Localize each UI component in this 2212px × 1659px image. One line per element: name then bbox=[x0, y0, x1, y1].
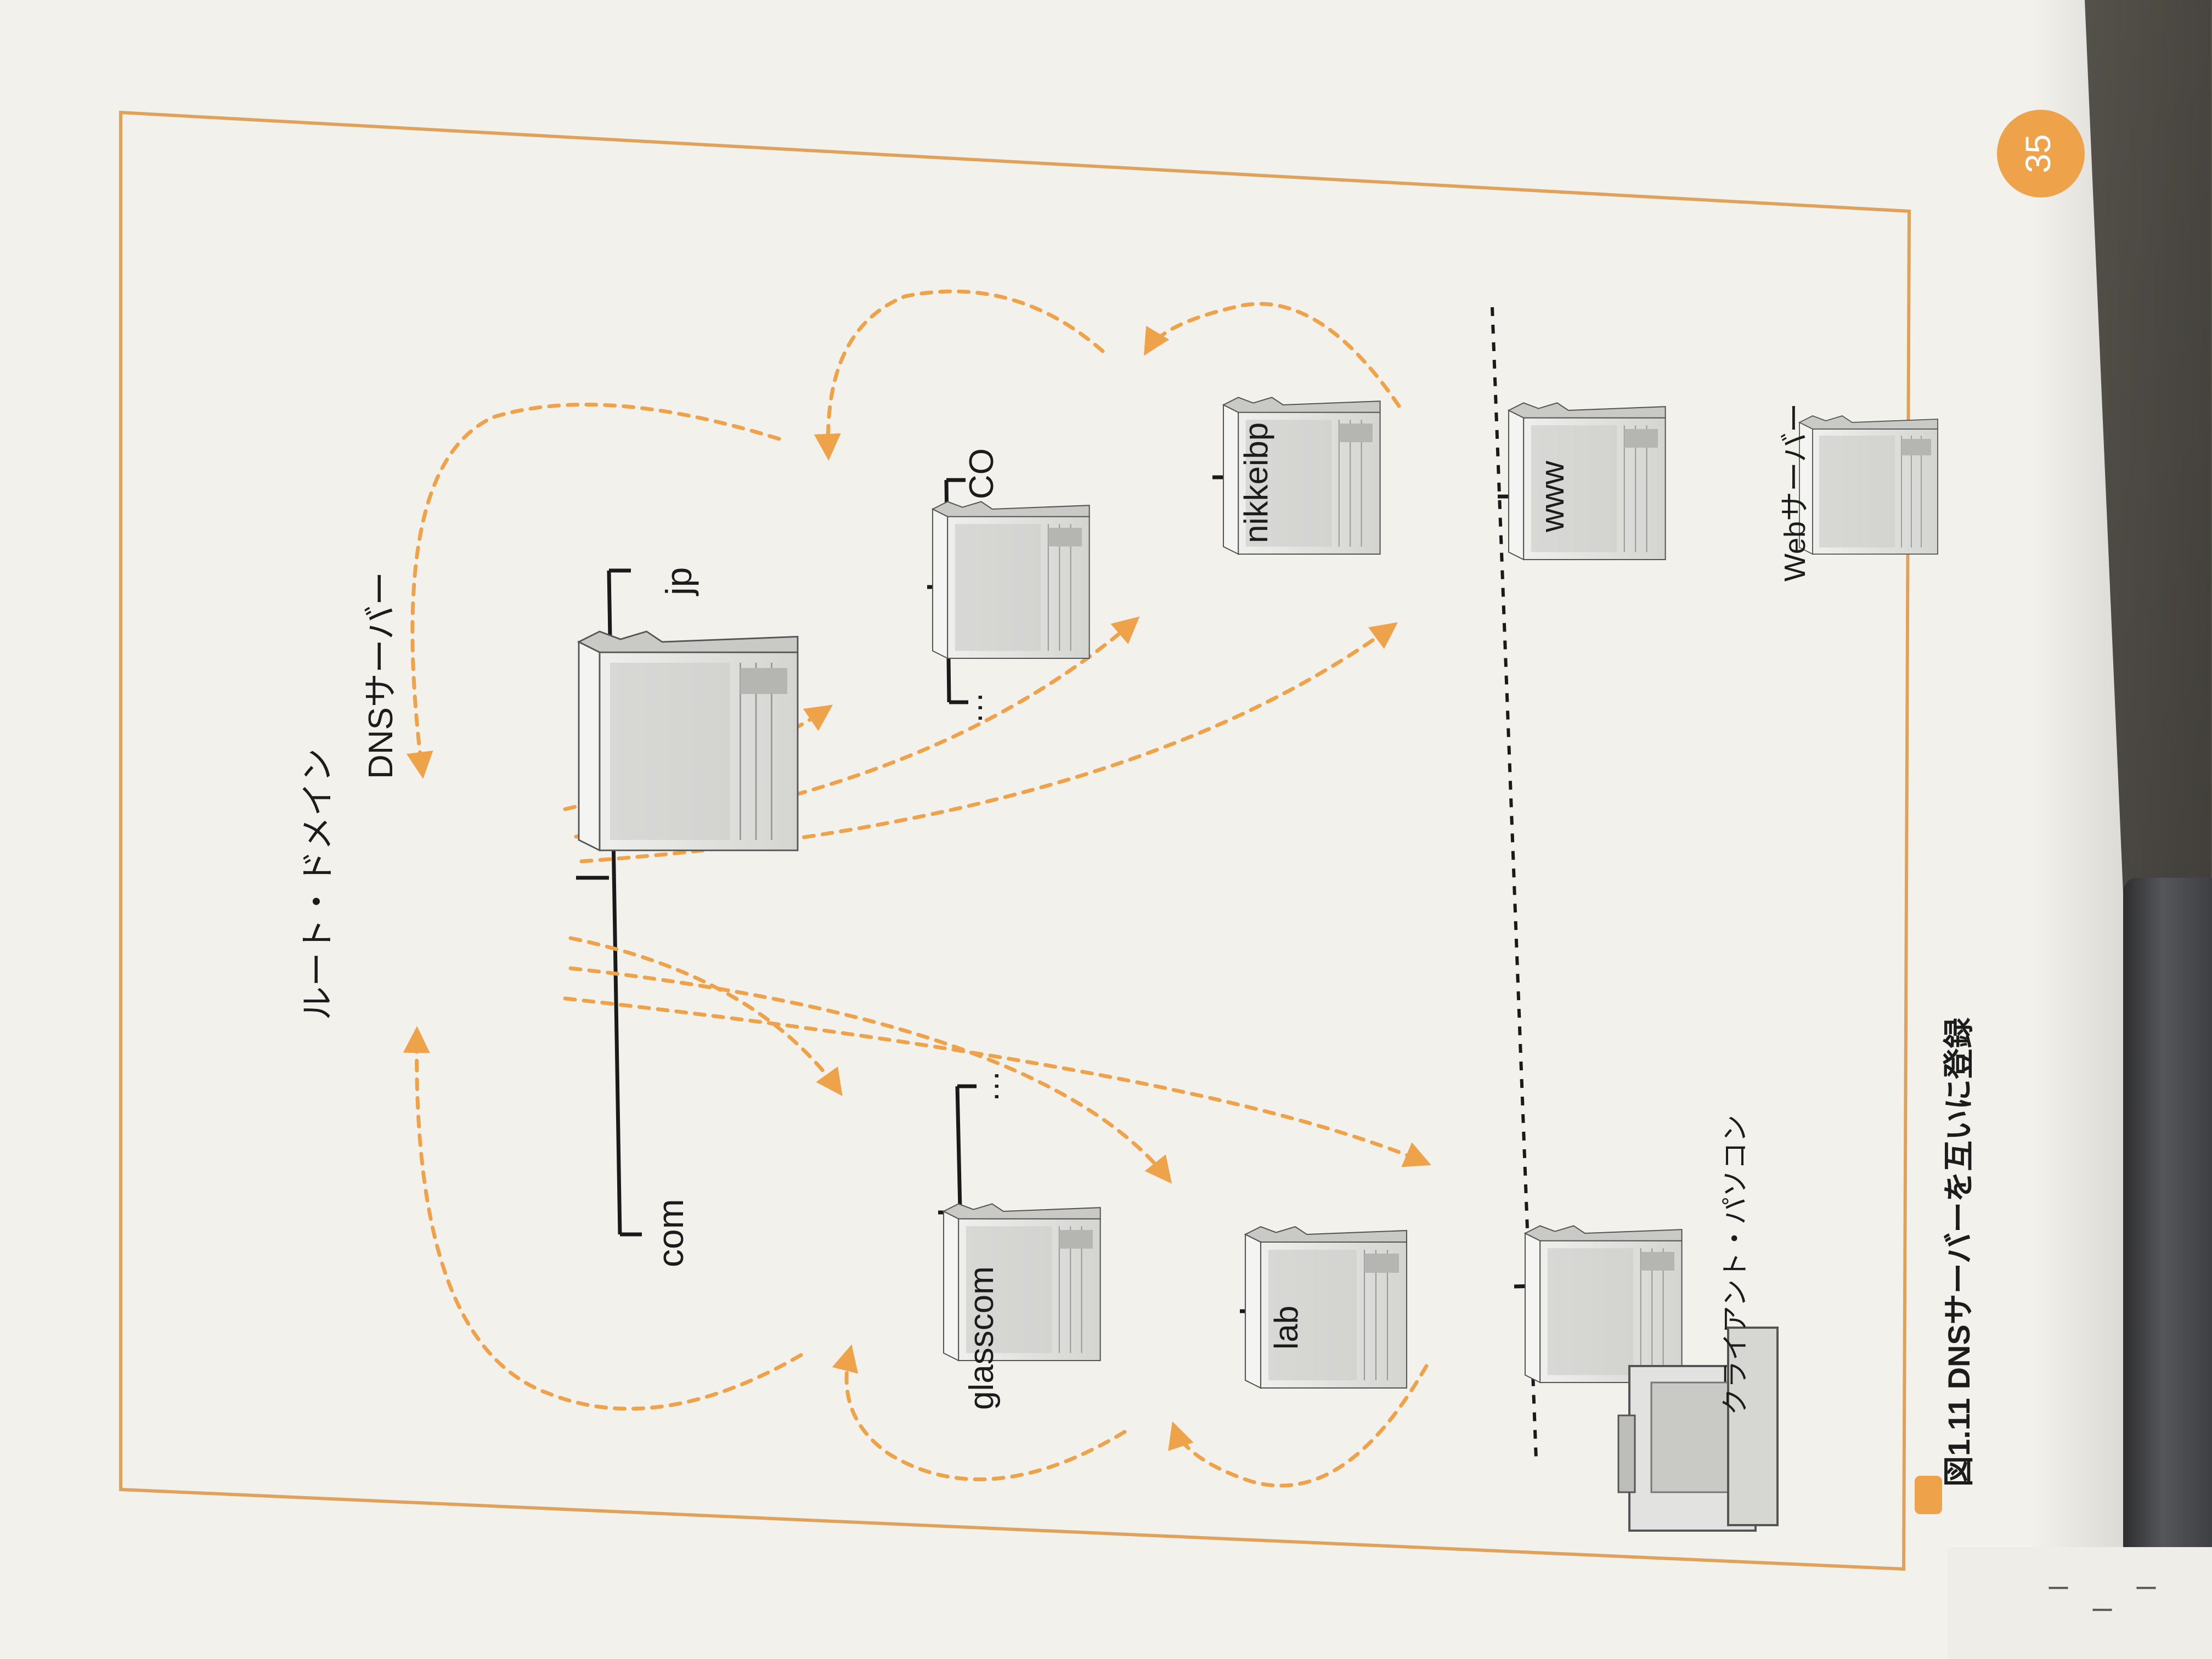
figure-caption: 図1.11 DNSサーバーを互いに登録 bbox=[1915, 1017, 1976, 1514]
web-server-label: Webサーバー bbox=[1779, 403, 1812, 582]
jp-label: jp bbox=[658, 567, 699, 596]
domain-tree bbox=[576, 450, 1630, 1335]
page-number-badge: 35 bbox=[1997, 110, 2085, 198]
jp-server bbox=[932, 501, 1090, 659]
lab-server bbox=[1524, 1225, 1683, 1384]
nikkeibp-server bbox=[1508, 402, 1666, 561]
page-number: 35 bbox=[2018, 134, 2058, 173]
com-label: com bbox=[650, 1199, 691, 1267]
figure-labels: ルート・ドメイン DNSサーバー jp com glasscom CO lab … bbox=[299, 403, 1812, 1415]
book-page bbox=[0, 0, 2156, 1659]
binder-clip bbox=[2123, 878, 2212, 1591]
figure-frame bbox=[119, 110, 1911, 1571]
glasscom-label: glasscom bbox=[963, 1266, 1001, 1410]
dns-server-label: DNSサーバー bbox=[362, 572, 400, 779]
www-label: www bbox=[1534, 460, 1571, 533]
root-domain-server bbox=[578, 630, 799, 851]
nikkeibp-label: nikkeibp bbox=[1238, 422, 1274, 543]
com-ellipsis: … bbox=[969, 1070, 1006, 1103]
desktop-pc-icon bbox=[1617, 1327, 1779, 1532]
lab-label: lab bbox=[1268, 1306, 1305, 1350]
root-domain-label: ルート・ドメイン bbox=[299, 748, 337, 1020]
jp-ellipsis: … bbox=[952, 691, 989, 724]
client-pc-label: クライアント・パソコン bbox=[1720, 1115, 1751, 1415]
book-corner: ー ー ー bbox=[1948, 1547, 2212, 1659]
co-label: CO bbox=[963, 448, 1001, 499]
web-server bbox=[1799, 415, 1938, 555]
caption-text: 図1.11 DNSサーバーを互いに登録 bbox=[1942, 1017, 1976, 1487]
